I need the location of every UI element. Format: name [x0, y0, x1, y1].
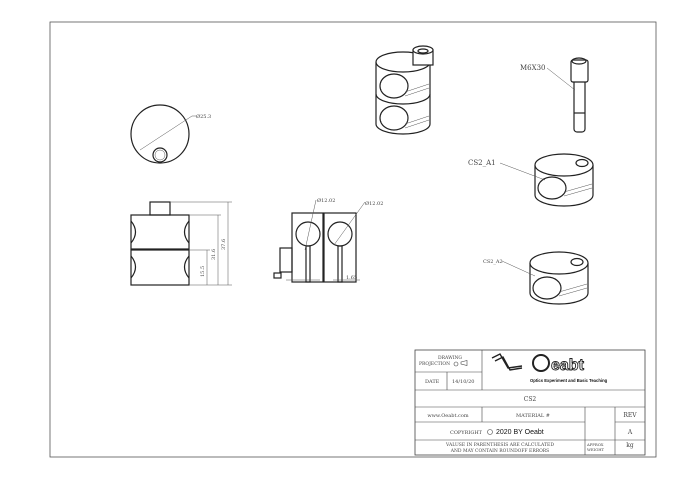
date-value: 14/10/20 [452, 379, 474, 385]
projection-symbol-icon [453, 360, 468, 367]
label-part-a2: CS2_A2 [483, 259, 503, 265]
note-line-1: VALUSE IN PARENTHESIS ARE CALCULATED [445, 442, 554, 448]
approx-label-2: WEIGHT [587, 447, 605, 452]
rev-value: A [627, 429, 633, 436]
projection-label-2: PROJECTION [419, 361, 450, 367]
title-block: DRAWING PROJECTION DATE 14/10/20 eabt Op… [414, 349, 646, 456]
part-cs2-a1: CS2_A1 [468, 153, 594, 207]
dim-height-mid: 31.6 [211, 249, 217, 260]
front-view: 15.5 31.6 37.6 [130, 201, 232, 286]
copyright-label: COPYRIGHT [450, 430, 483, 436]
approx-label-1: APPROX [586, 442, 604, 447]
logo-tagline: Optics Experiment and Basic Teaching [530, 378, 608, 383]
label-part-a1: CS2_A1 [468, 159, 496, 167]
part-cs2-a2: CS2_A2 [483, 251, 589, 305]
rev-label: REV [623, 412, 637, 419]
copyright-icon [487, 429, 493, 435]
part-name: CS2 [524, 396, 537, 403]
material-label: MATERIAL # [516, 413, 550, 419]
date-label: DATE [425, 379, 440, 385]
website: www.Oeabt.com [427, 413, 468, 419]
dim-height-lower: 15.5 [200, 266, 206, 277]
assembly-isometric [375, 45, 434, 135]
dim-slot-width: 1.65 [346, 275, 357, 281]
screw-m6x30: M6X30 [520, 57, 589, 133]
svg-text:eabt: eabt [551, 357, 585, 374]
label-screw: M6X30 [520, 64, 546, 72]
sheet-border [49, 21, 657, 458]
dim-bore-left: Ø12.02 [317, 197, 335, 204]
weight-unit: kg [626, 442, 634, 449]
dim-bore-right: Ø12.02 [365, 200, 383, 207]
side-view: Ø12.02 Ø12.02 1.65 [273, 197, 383, 283]
projection-label-1: DRAWING [438, 355, 462, 361]
oeabt-logo: eabt Optics Experiment and Basic Teachin… [491, 353, 608, 383]
copyright-text: 2020 BY Oeabt [496, 429, 544, 436]
dim-height-total: 37.6 [221, 239, 227, 250]
dim-top-diameter: Ø25.3 [196, 113, 211, 120]
note-line-2: AND MAY CONTAIN ROUNDOFF ERRORS [450, 448, 550, 454]
top-view: Ø25.3 [130, 104, 211, 164]
